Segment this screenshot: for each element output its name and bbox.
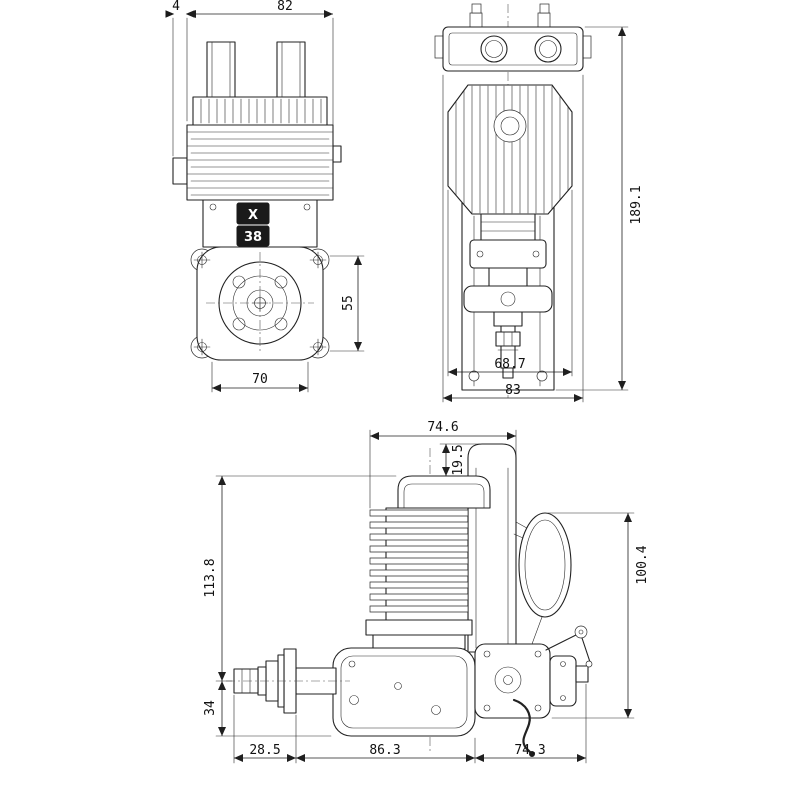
- throttle-lever: [545, 625, 593, 668]
- dim-83: 83: [442, 74, 584, 403]
- dim-100-4: 100.4: [547, 512, 650, 719]
- centerlines-front: [206, 252, 314, 354]
- dim-70: 70: [211, 361, 309, 393]
- side-nub: [332, 145, 342, 163]
- crankcase-front: [190, 246, 330, 361]
- dim-82: 82: [186, 0, 334, 144]
- brand-badge: X 38: [236, 202, 270, 247]
- dim-55-label: 55: [341, 295, 356, 311]
- intake-oval: [518, 512, 572, 618]
- cylinder-base-flange: [365, 619, 473, 650]
- dim-34: 34: [203, 681, 332, 737]
- dim-70-label: 70: [252, 372, 268, 387]
- valve-cover: [397, 475, 491, 509]
- dim-113-8-label: 113.8: [203, 558, 218, 597]
- dim-83-label: 83: [505, 383, 521, 398]
- spark-plug-boss: [493, 109, 527, 143]
- dim-34-label: 34: [203, 700, 218, 716]
- logo-top-text: X: [248, 208, 258, 223]
- dim-28-5-label: 28.5: [249, 743, 280, 758]
- dim-55: 55: [329, 255, 365, 352]
- mount-hole: [193, 251, 327, 356]
- prop-shaft-rear: [495, 325, 521, 379]
- mount-plate: [467, 443, 517, 653]
- cylinder-top-fins: [192, 96, 328, 126]
- dim-68-7-label: 68.7: [494, 357, 525, 372]
- dim-74-3: 74.3: [475, 683, 587, 764]
- dim-4-label: 4: [172, 0, 180, 14]
- cylinder-fins-front: [186, 124, 334, 201]
- dim-113-8: 113.8: [203, 475, 397, 682]
- dim-86-3-label: 86.3: [369, 743, 400, 758]
- dim-19-5: 19.5: [439, 443, 481, 476]
- rear-cover: [549, 655, 577, 707]
- muffler: [434, 3, 592, 72]
- muffler-outlet-right: [534, 35, 562, 63]
- dim-74-6: 74.6: [369, 420, 517, 509]
- side-profile-view: 74.6 19.5 113.8 34 100.4 28.5: [203, 420, 650, 764]
- dim-189-label: 189.1: [629, 185, 644, 224]
- dim-74-6-label: 74.6: [427, 420, 458, 435]
- front-view: X 38: [165, 0, 365, 393]
- side-tab: [172, 157, 188, 185]
- muffler-outlet-left: [480, 35, 508, 63]
- carb-pump-housing: [474, 643, 589, 719]
- cylinder-head-rear: [447, 84, 573, 215]
- intake-boot-right: [276, 41, 306, 98]
- rear-view: 189.1 68.7 83: [434, 3, 644, 403]
- dim-86-3: 86.3: [296, 737, 476, 764]
- carburetor-stack: [463, 213, 553, 327]
- dim-189: 189.1: [555, 26, 644, 391]
- dim-74-3-label: 74.3: [514, 743, 545, 758]
- dim-82-label: 82: [277, 0, 293, 14]
- dim-68-7: 68.7: [447, 189, 573, 377]
- dim-19-5-label: 19.5: [451, 444, 466, 475]
- bracket-hole-left: [468, 370, 480, 382]
- cylinder-fins-side: [369, 507, 469, 621]
- crankcase-side: [332, 647, 476, 737]
- dim-100-4-label: 100.4: [635, 545, 650, 584]
- intake-boot-left: [206, 41, 236, 98]
- bracket-hole-right: [536, 370, 548, 382]
- outlet-stub: [575, 665, 589, 683]
- logo-bottom-text: 38: [244, 230, 262, 245]
